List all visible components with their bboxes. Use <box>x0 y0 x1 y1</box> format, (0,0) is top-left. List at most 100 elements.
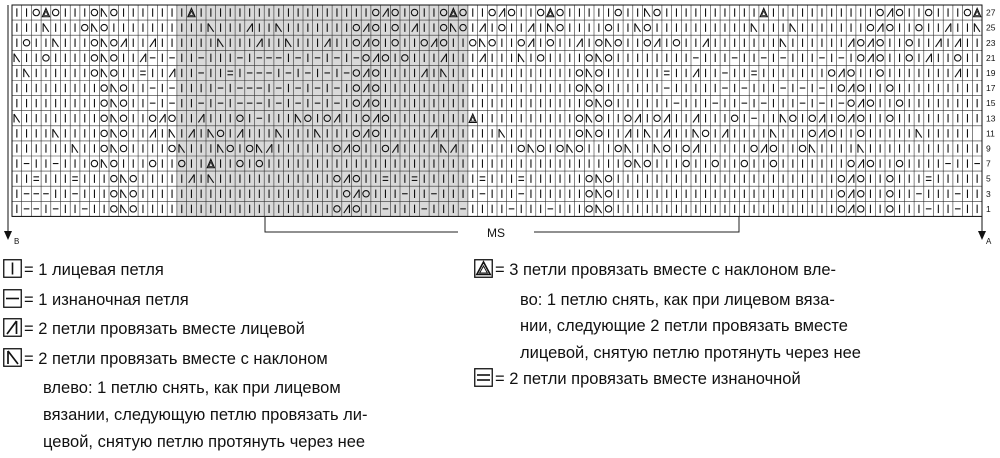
legend-item-ssk: = 2 петли провязать вместе с наклоном <box>3 346 368 376</box>
stitch-k2tog <box>847 204 855 214</box>
stitch-k2tog <box>818 113 826 123</box>
stitch-yarn-over <box>740 159 749 168</box>
stitch-k2tog <box>527 38 535 48</box>
stitch-yarn-over <box>90 8 99 17</box>
stitch-yarn-over <box>614 8 622 17</box>
stitch-k2tog <box>692 68 700 78</box>
stitch-ssk <box>585 68 593 78</box>
stitch-yarn-over <box>110 69 118 77</box>
stitch-yarn-over <box>352 174 361 183</box>
stitch-yarn-over <box>22 38 31 47</box>
stitch-ssk <box>915 128 923 138</box>
stitch-sk2p <box>448 6 458 18</box>
stitch-k2tog <box>576 38 583 48</box>
stitch-yarn-over <box>672 38 681 47</box>
stitch-yarn-over <box>371 69 380 77</box>
stitch-k2tog <box>411 23 418 33</box>
stitch-k2tog <box>362 128 370 138</box>
stitch-k2tog <box>236 128 244 138</box>
row-number: 23 <box>986 38 996 48</box>
stitch-k2tog <box>149 38 156 48</box>
row-number: 17 <box>986 83 996 93</box>
stitch-ssk <box>23 68 30 78</box>
stitch-yarn-over <box>585 54 593 62</box>
left-arrow: B <box>4 5 19 246</box>
stitch-yarn-over <box>352 205 361 213</box>
stitch-ssk <box>217 143 224 153</box>
stitch-yarn-over <box>100 23 108 32</box>
legend-text-continued: вязании, следующую петлю провязать ли- <box>43 405 368 424</box>
ms-bracket: MS <box>264 217 740 240</box>
stitch-k2tog <box>382 8 389 18</box>
stitch-ssk <box>285 38 292 48</box>
stitch-yarn-over <box>371 99 380 107</box>
row-number: 19 <box>986 68 996 78</box>
stitch-yarn-over <box>750 144 758 153</box>
stitch-k2tog <box>159 113 166 123</box>
stitch-ssk <box>546 23 554 33</box>
stitch-k2tog <box>867 38 874 48</box>
stitch-yarn-over <box>352 84 361 92</box>
stitch-yarn-over <box>255 159 264 168</box>
stitch-yarn-over <box>701 129 710 138</box>
stitch-yarn-over <box>342 190 351 198</box>
stitch-yarn-over <box>876 69 884 77</box>
stitch-yarn-over <box>536 54 545 62</box>
stitch-yarn-over <box>895 8 904 17</box>
stitch-yarn-over <box>856 38 865 47</box>
stitch-yarn-over <box>856 54 865 62</box>
stitch-yarn-over <box>604 174 613 183</box>
stitch-yarn-over <box>459 23 467 32</box>
stitch-ssk <box>110 128 118 138</box>
stitch-yarn-over <box>556 144 564 153</box>
stitch-ssk <box>973 23 981 33</box>
stitch-yarn-over <box>371 84 380 92</box>
stitch-k2tog <box>663 113 671 123</box>
stitch-ssk <box>120 174 127 184</box>
stitch-ssk <box>585 128 593 138</box>
stitch-yarn-over <box>643 38 652 47</box>
stitch-yarn-over <box>333 205 341 213</box>
legend-right: = 3 петли провязать вместе с наклоном вл… <box>474 257 861 396</box>
stitch-yarn-over <box>614 38 622 47</box>
stitch-ssk <box>440 143 447 153</box>
stitch-yarn-over <box>604 99 613 107</box>
stitch-yarn-over <box>352 99 361 107</box>
stitch-yarn-over <box>100 114 108 123</box>
stitch-yarn-over <box>575 114 584 123</box>
stitch-ssk <box>585 113 593 123</box>
stitch-yarn-over <box>886 23 894 32</box>
stitch-yarn-over <box>439 23 448 32</box>
stitch-k2tog <box>430 128 438 138</box>
stitch-k2tog <box>391 143 399 153</box>
stitch-ssk <box>624 143 632 153</box>
stitch-ssk <box>207 174 215 184</box>
stitch-yarn-over <box>100 129 108 138</box>
stitch-yarn-over <box>856 129 865 138</box>
stitch-yarn-over <box>119 129 128 138</box>
stitch-yarn-over <box>216 129 225 138</box>
stitch-yarn-over <box>837 84 846 92</box>
stitch-k2tog <box>721 128 729 138</box>
stitch-yarn-over <box>245 144 254 153</box>
stitch-sk2p <box>206 157 216 169</box>
stitch-k2tog <box>362 68 370 78</box>
stitch-yarn-over <box>110 38 118 47</box>
stitch-yarn-over <box>837 205 846 213</box>
stitch-ssk <box>120 204 127 214</box>
stitch-k2tog <box>663 128 671 138</box>
stitch-k2tog <box>867 53 874 63</box>
stitch-yarn-over <box>866 159 875 168</box>
stitch-yarn-over <box>595 69 603 77</box>
stitch-yarn-over <box>847 99 855 107</box>
stitch-k2tog <box>886 8 894 18</box>
row-number: 9 <box>986 143 991 153</box>
row-number: 1 <box>986 204 991 214</box>
legend-text: = 3 петли провязать вместе с наклоном вл… <box>495 261 836 279</box>
stitch-yarn-over <box>410 8 419 17</box>
stitch-ssk <box>595 204 603 214</box>
stitch-yarn-over <box>517 144 525 153</box>
stitch-k2tog <box>246 23 253 33</box>
stitch-ssk <box>770 128 777 138</box>
stitch-ssk <box>71 143 79 153</box>
